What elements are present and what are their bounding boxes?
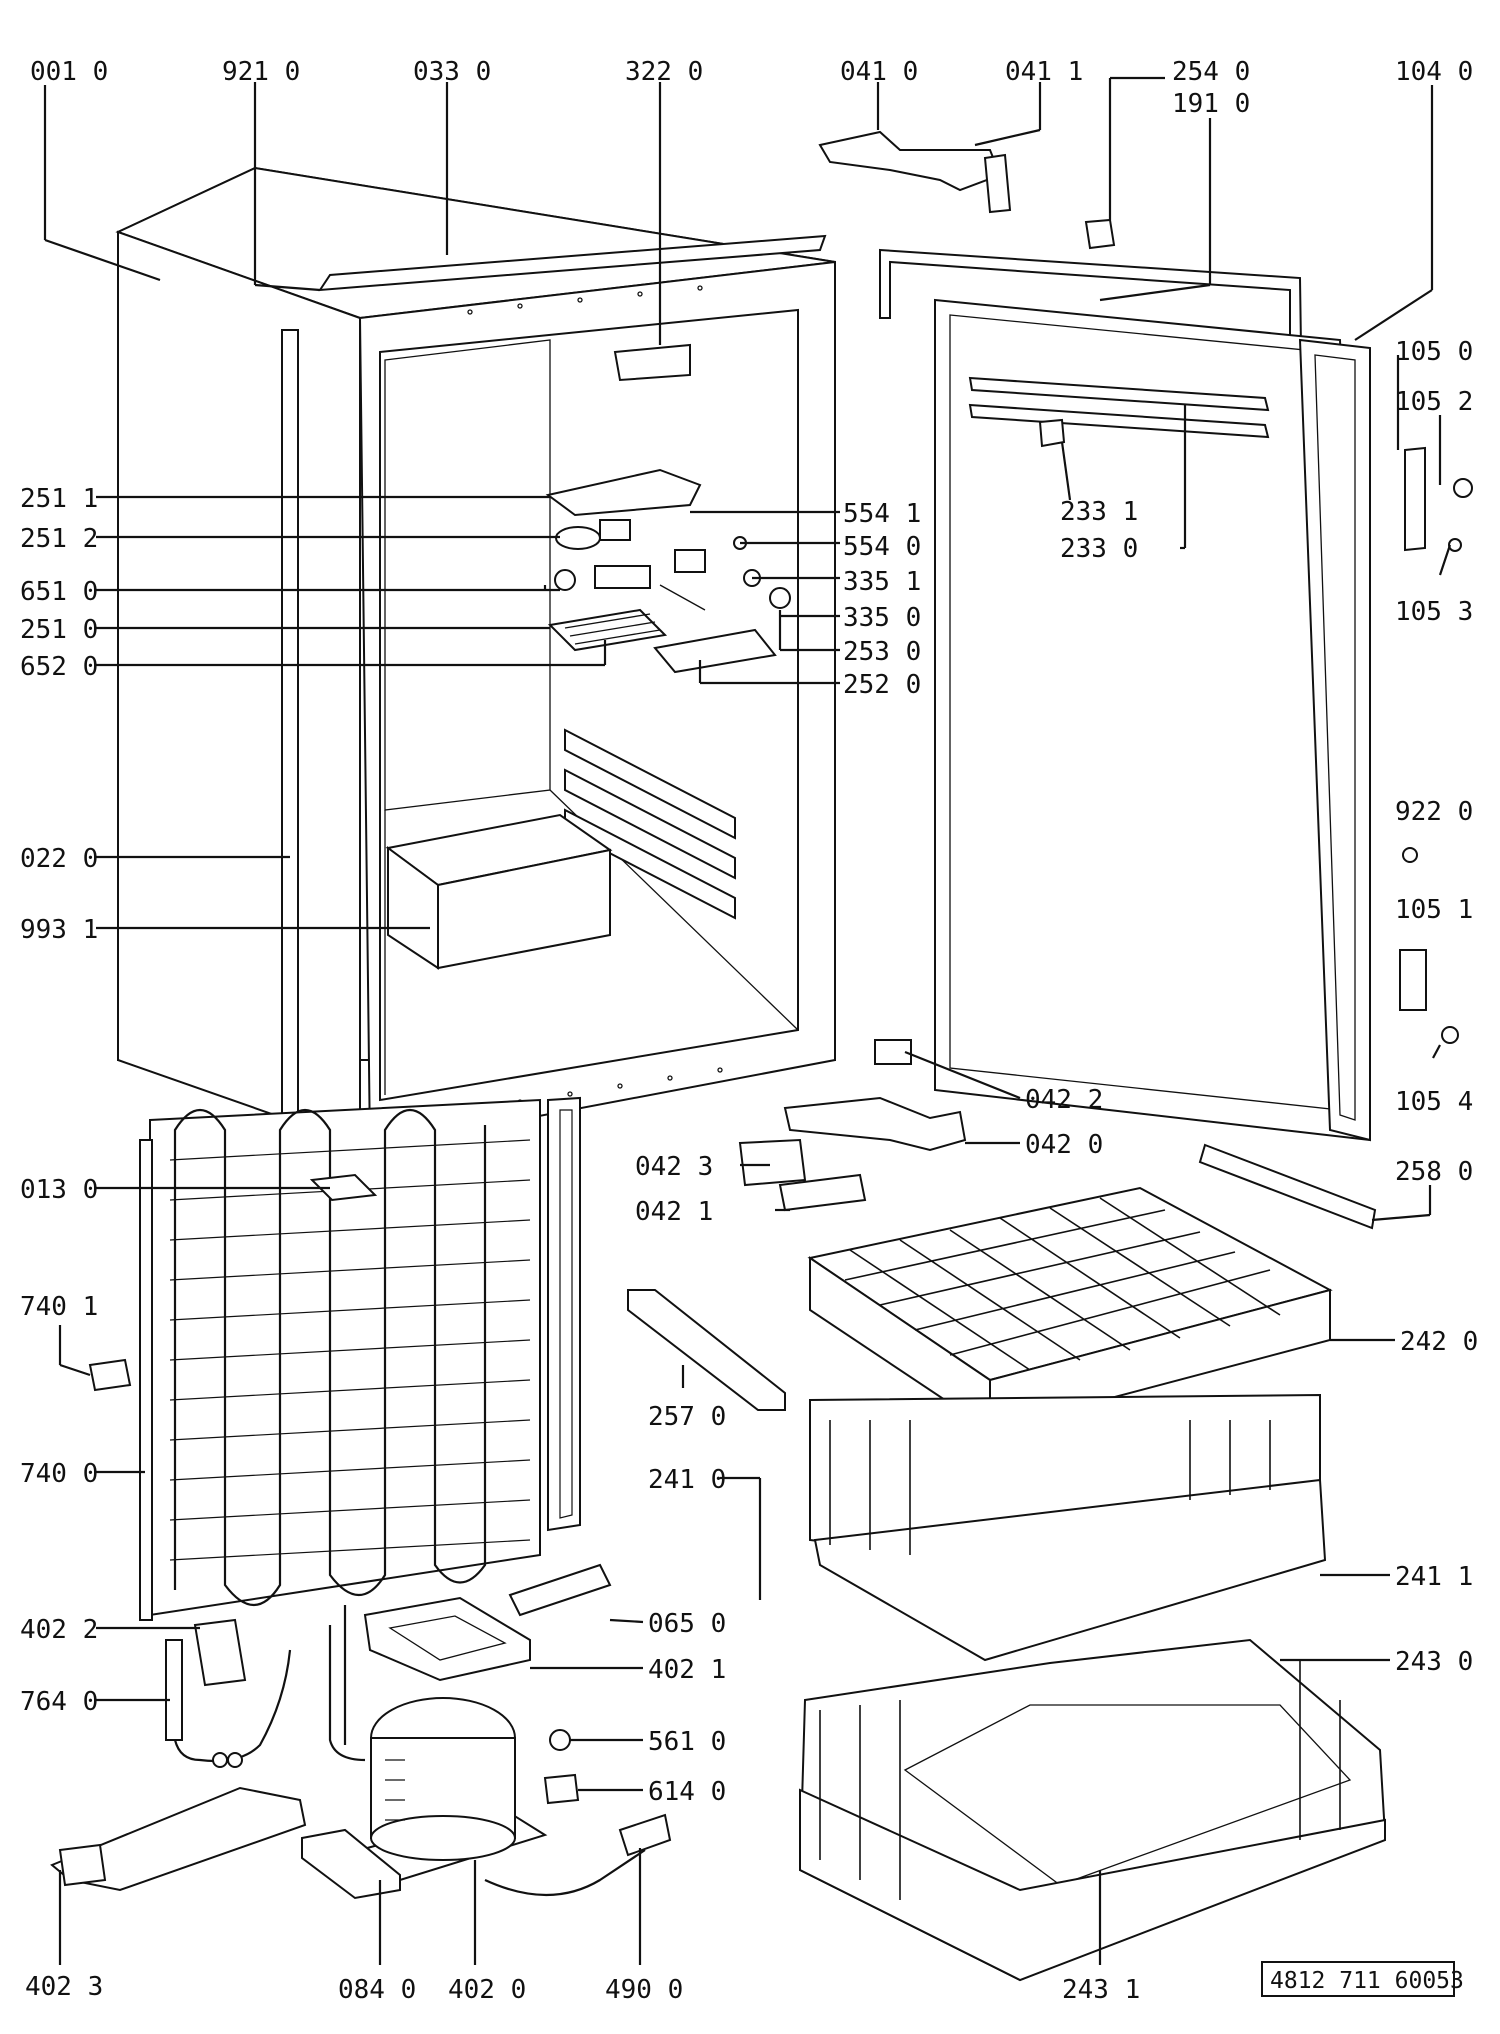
part-label-251-1: 251 1 (20, 484, 98, 514)
part-label-402-2: 402 2 (20, 1615, 98, 1645)
part-label-257-0: 257 0 (648, 1402, 726, 1432)
part-label-241-0: 241 0 (648, 1465, 726, 1495)
part-label-254-0: 254 0 (1172, 57, 1250, 87)
part-label-042-2: 042 2 (1025, 1085, 1103, 1115)
part-label-740-1: 740 1 (20, 1292, 98, 1322)
part-label-022-0: 022 0 (20, 844, 98, 874)
lower-hinge-parts (627, 1039, 1377, 1411)
part-label-740-0: 740 0 (20, 1459, 98, 1489)
cabinet-drawing (115, 166, 836, 1161)
document-number: 4812 711 60053 (1270, 1968, 1464, 1994)
basket-243 (798, 1638, 1387, 1982)
part-label-105-2: 105 2 (1395, 387, 1473, 417)
part-label-614-0: 614 0 (648, 1777, 726, 1807)
part-labels: 001 0 921 0 033 0 322 0 041 0 041 1 254 … (20, 57, 1478, 2005)
part-label-033-0: 033 0 (413, 57, 491, 87)
part-label-191-0: 191 0 (1172, 89, 1250, 119)
part-label-041-0: 041 0 (840, 57, 918, 87)
part-label-243-1: 243 1 (1062, 1975, 1140, 2005)
compressor-drawing (301, 1563, 672, 1900)
part-label-402-1: 402 1 (648, 1655, 726, 1685)
part-label-105-0: 105 0 (1395, 337, 1473, 367)
part-label-251-2: 251 2 (20, 524, 98, 554)
part-label-764-0: 764 0 (20, 1687, 98, 1717)
part-label-242-0: 242 0 (1400, 1327, 1478, 1357)
document-number-box: 4812 711 60053 (1261, 1961, 1464, 1997)
leader-lines (43, 76, 1452, 1965)
part-label-013-0: 013 0 (20, 1175, 98, 1205)
part-label-105-4: 105 4 (1395, 1087, 1473, 1117)
part-label-490-0: 490 0 (605, 1975, 683, 2005)
part-label-251-0: 251 0 (20, 615, 98, 645)
part-label-105-3: 105 3 (1395, 597, 1473, 627)
part-label-233-1: 233 1 (1060, 497, 1138, 527)
part-label-652-0: 652 0 (20, 652, 98, 682)
part-label-993-1: 993 1 (20, 915, 98, 945)
part-label-241-1: 241 1 (1395, 1562, 1473, 1592)
part-label-651-0: 651 0 (20, 577, 98, 607)
part-label-258-0: 258 0 (1395, 1157, 1473, 1187)
part-label-042-1: 042 1 (635, 1197, 713, 1227)
part-label-921-0: 921 0 (222, 57, 300, 87)
part-label-335-1: 335 1 (843, 567, 921, 597)
condenser-drawing (50, 1096, 581, 1892)
part-label-561-0: 561 0 (648, 1727, 726, 1757)
part-label-104-0: 104 0 (1395, 57, 1473, 87)
part-label-042-3: 042 3 (635, 1152, 713, 1182)
part-label-402-3: 402 3 (25, 1972, 103, 2002)
part-label-065-0: 065 0 (648, 1609, 726, 1639)
basket-241 (809, 1393, 1327, 1662)
part-label-001-0: 001 0 (30, 57, 108, 87)
part-label-253-0: 253 0 (843, 637, 921, 667)
part-label-233-0: 233 0 (1060, 534, 1138, 564)
part-label-243-0: 243 0 (1395, 1647, 1473, 1677)
part-label-554-0: 554 0 (843, 532, 921, 562)
part-label-252-0: 252 0 (843, 670, 921, 700)
control-parts (545, 468, 791, 674)
door-drawing (818, 130, 1473, 1142)
part-label-554-1: 554 1 (843, 499, 921, 529)
part-label-322-0: 322 0 (625, 57, 703, 87)
part-label-042-0: 042 0 (1025, 1130, 1103, 1160)
part-label-335-0: 335 0 (843, 603, 921, 633)
part-label-105-1: 105 1 (1395, 895, 1473, 925)
part-label-402-0: 402 0 (448, 1975, 526, 2005)
part-label-922-0: 922 0 (1395, 797, 1473, 827)
part-label-041-1: 041 1 (1005, 57, 1083, 87)
part-label-084-0: 084 0 (338, 1975, 416, 2005)
basket-242-0 (807, 1186, 1333, 1432)
